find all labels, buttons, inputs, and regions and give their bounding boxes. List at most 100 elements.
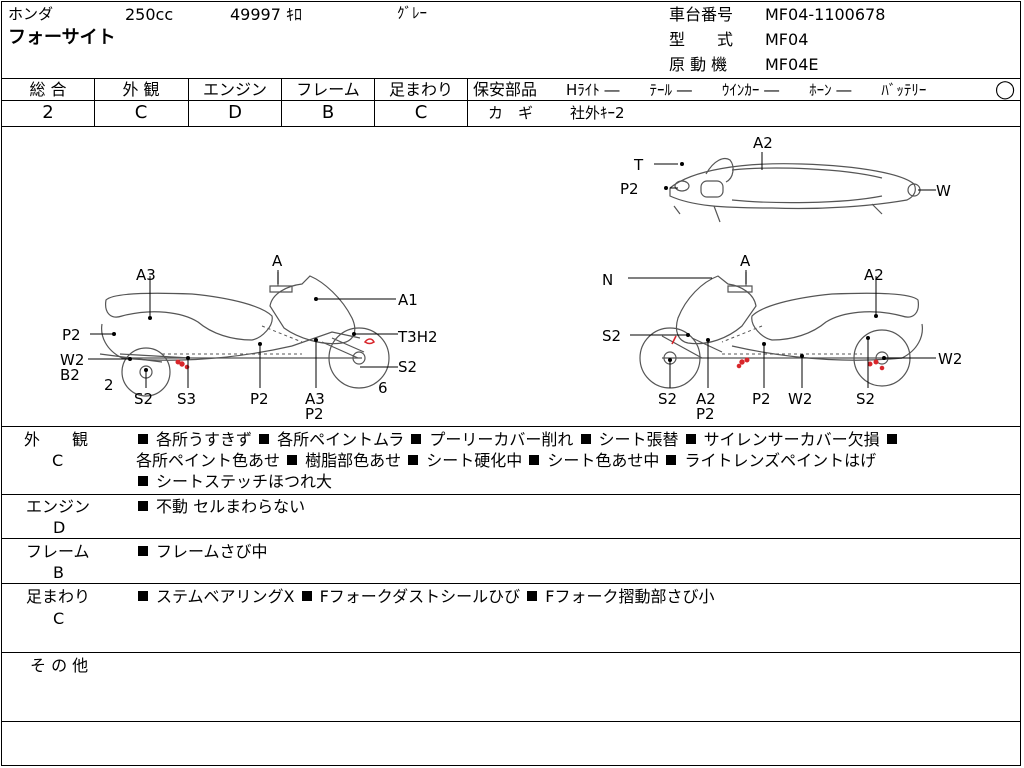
top-label-t: T xyxy=(633,156,644,174)
grade-label-frame: フレーム xyxy=(296,80,360,99)
bullet-icon xyxy=(666,455,677,465)
right-label-s2-left: S2 xyxy=(602,327,621,345)
maker: ホンダ xyxy=(8,5,54,23)
remark-label-frame: フレーム xyxy=(26,542,90,561)
remark-line-exterior-2: 各所ペイント色あせ 樹脂部色あせ シート硬化中 シート色あせ中 ライトレンズペイ… xyxy=(136,451,877,470)
key-label: カ ギ xyxy=(488,104,534,122)
type-value: MF04 xyxy=(765,30,809,49)
divider xyxy=(374,78,375,126)
divider xyxy=(467,78,468,126)
remark-line-exterior-1: 各所うすきず 各所ペイントムラ プーリーカバー削れ シート張替 サイレンサーカバ… xyxy=(136,432,905,448)
engine-label: 原 動 機 xyxy=(669,55,728,74)
safety-title: 保安部品 xyxy=(473,80,538,99)
engine-value: MF04E xyxy=(765,55,819,74)
left-label-6: 6 xyxy=(378,379,388,397)
divider xyxy=(2,426,1020,427)
top-label-w: W xyxy=(936,182,951,200)
bullet-icon xyxy=(411,434,422,444)
right-label-s2-right: S2 xyxy=(856,390,875,408)
remark-label-other: そ の 他 xyxy=(30,656,89,675)
key-value: 社外ｷｰ2 xyxy=(570,104,625,122)
damage-marks xyxy=(175,335,885,371)
bullet-icon xyxy=(580,434,591,444)
bullet-icon xyxy=(529,455,540,465)
type-label: 型 式 xyxy=(669,30,734,49)
right-label-p2: P2 xyxy=(752,390,771,408)
left-label-a1: A1 xyxy=(398,291,418,309)
left-label-w2: W2 xyxy=(60,351,84,369)
divider xyxy=(2,721,1020,722)
right-label-p2-lower: P2 xyxy=(696,405,715,423)
color: ｸﾞﾚｰ xyxy=(397,4,428,22)
bullet-icon xyxy=(886,434,897,444)
frame-no: MF04-1100678 xyxy=(765,5,886,24)
frame-no-label: 車台番号 xyxy=(669,5,734,24)
mileage: 49997 ｷﾛ xyxy=(230,5,302,24)
left-label-p2-lower: P2 xyxy=(305,405,324,423)
divider xyxy=(2,583,1020,584)
remark-grade-suspension: C xyxy=(53,609,65,628)
top-label-p2: P2 xyxy=(620,180,639,198)
divider xyxy=(2,78,1020,79)
grade-value-engine: D xyxy=(228,102,242,123)
bullet-icon xyxy=(287,455,298,465)
model-name: フォーサイト xyxy=(8,27,116,48)
remark-label-engine: エンジン xyxy=(26,497,91,516)
right-label-a2-top: A2 xyxy=(864,266,884,284)
divider xyxy=(94,78,95,126)
grade-label-overall: 総 合 xyxy=(29,80,67,99)
grade-label-suspension: 足まわり xyxy=(388,80,453,99)
top-label-a2: A2 xyxy=(753,134,773,152)
divider xyxy=(2,538,1020,539)
safety-items: Hﾗｲﾄ ― ﾃｰﾙ ― ｳｲﾝｶｰ ― ﾎｰﾝ ― ﾊﾞｯﾃﾘｰ xyxy=(566,81,927,99)
remark-grade-exterior: C xyxy=(52,451,64,470)
left-label-t3h2: T3H2 xyxy=(397,328,438,346)
leader-lines xyxy=(88,152,936,388)
grade-value-exterior: C xyxy=(134,102,148,123)
right-label-w2-right: W2 xyxy=(938,350,962,368)
right-label-a2: A2 xyxy=(696,390,716,408)
bullet-icon xyxy=(408,455,419,465)
right-label-n: N xyxy=(602,271,613,289)
bullet-icon xyxy=(527,591,538,601)
bullet-icon xyxy=(138,501,148,511)
right-label-s2: S2 xyxy=(658,390,677,408)
left-label-a3: A3 xyxy=(136,266,156,284)
divider xyxy=(2,126,1020,127)
displacement: 250cc xyxy=(125,5,174,24)
left-label-b2: B2 xyxy=(60,366,80,384)
damage-diagram: T A2 P2 W A A3 A1 P2 T3H2 W2 B2 S2 2 S2 … xyxy=(60,134,962,423)
remark-line-engine: 不動 セルまわらない xyxy=(136,499,305,515)
left-label-s2-right: S2 xyxy=(398,358,417,376)
grade-value-frame: B xyxy=(321,102,335,123)
left-label-s3: S3 xyxy=(177,390,196,408)
left-label-2: 2 xyxy=(104,376,114,394)
remark-grade-engine: D xyxy=(53,518,66,537)
grade-label-exterior: 外 観 xyxy=(122,80,160,99)
divider xyxy=(188,78,189,126)
divider xyxy=(281,78,282,126)
divider xyxy=(2,652,1020,653)
left-label-p2-bottom: P2 xyxy=(250,390,269,408)
grade-value-overall: 2 xyxy=(42,102,54,123)
remark-line-frame: フレームさび中 xyxy=(136,544,268,560)
bullet-icon xyxy=(685,434,696,444)
remark-line-suspension: ステムベアリングX Fフォークダストシールひび Fフォーク摺動部さび小 xyxy=(136,589,714,605)
right-label-a: A xyxy=(740,252,751,270)
remark-label-exterior: 外 観 xyxy=(24,430,89,449)
remark-grade-frame: B xyxy=(53,563,64,582)
divider xyxy=(2,100,467,101)
right-label-w2: W2 xyxy=(788,390,812,408)
grade-label-engine: エンジン xyxy=(202,80,267,99)
remark-label-suspension: 足まわり xyxy=(26,587,91,606)
bullet-icon xyxy=(138,546,148,556)
bullet-icon xyxy=(259,434,270,444)
left-label-p2: P2 xyxy=(62,326,81,344)
left-label-a3-bottom: A3 xyxy=(305,390,325,408)
left-side-sketch xyxy=(99,272,390,397)
left-label-s2: S2 xyxy=(134,390,153,408)
grade-value-suspension: C xyxy=(414,102,428,123)
left-label-a: A xyxy=(272,252,283,270)
bullet-icon xyxy=(138,591,148,601)
top-view-sketch xyxy=(669,157,921,223)
